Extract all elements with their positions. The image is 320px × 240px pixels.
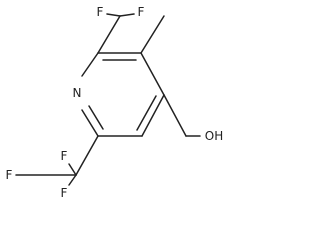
bond-chf2-f1 [106, 13, 121, 17]
bond-cf3-f5 [68, 174, 77, 186]
atom-f1: F [97, 5, 104, 19]
bond-c6-cf3 [75, 135, 99, 176]
bond-n-c2 [81, 52, 99, 77]
atom-f3: F [61, 149, 68, 163]
atom-n: N [73, 86, 82, 100]
bond-chf2-f2 [119, 13, 135, 17]
bond-c4-c5-inner [136, 95, 157, 131]
bond-c3-c4 [140, 52, 165, 96]
bond-cf3-f3 [68, 163, 77, 176]
bond-c6-n [81, 109, 99, 137]
atom-f4: F [6, 168, 13, 182]
bond-c2-chf2 [97, 15, 121, 54]
bond-c4-ch2 [163, 94, 187, 137]
atom-oh: OH [205, 129, 223, 143]
bond-c3-methyl [140, 15, 165, 54]
atom-f5: F [61, 186, 68, 198]
chemical-structure-diagram: F F N OH F F F [6, 5, 224, 198]
bond-c4-c5 [141, 94, 165, 137]
bond-c6-n-inner [88, 105, 104, 130]
atom-f2: F [138, 5, 145, 19]
